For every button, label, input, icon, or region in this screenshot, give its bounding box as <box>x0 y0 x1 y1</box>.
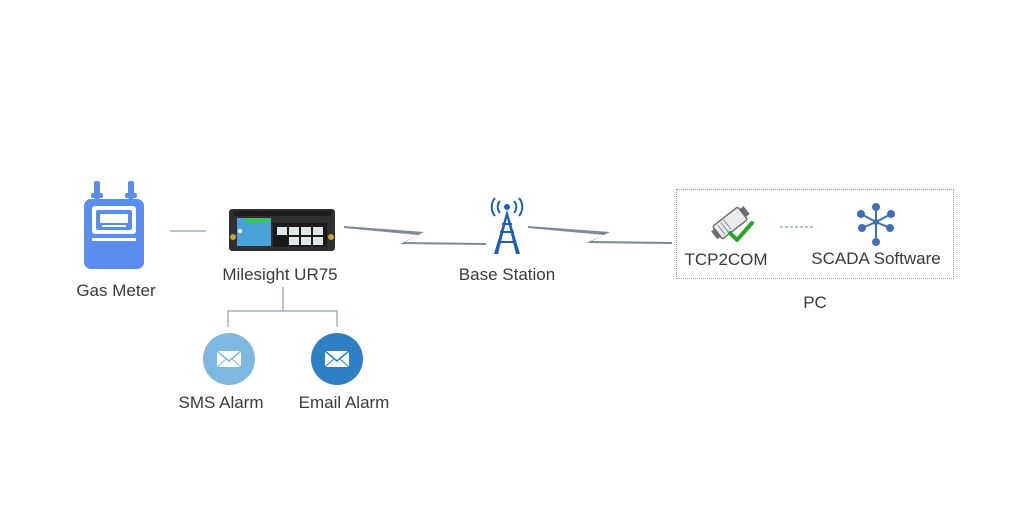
cell-tower-icon <box>490 197 524 254</box>
network-node-icon <box>857 203 895 246</box>
base-station-label: Base Station <box>458 265 556 284</box>
link-alarm-branch <box>227 310 338 327</box>
sms-alarm-label: SMS Alarm <box>178 393 264 412</box>
wireless-link-basestation-pc <box>528 226 672 244</box>
wireless-link-router-basestation <box>344 226 486 245</box>
router-icon <box>229 209 335 251</box>
tcp2com-label: TCP2COM <box>684 250 768 269</box>
router-label: Milesight UR75 <box>222 265 338 284</box>
email-alarm-label: Email Alarm <box>298 393 390 412</box>
scada-label: SCADA Software <box>811 249 941 268</box>
serial-adapter-check-icon <box>711 206 754 242</box>
email-alarm-envelope-icon <box>311 333 363 385</box>
pc-label: PC <box>803 293 827 312</box>
sms-alarm-envelope-icon <box>203 333 255 385</box>
gas-meter-label: Gas Meter <box>76 281 156 300</box>
pc-group-box <box>676 189 954 279</box>
gas-meter-icon <box>84 181 144 269</box>
